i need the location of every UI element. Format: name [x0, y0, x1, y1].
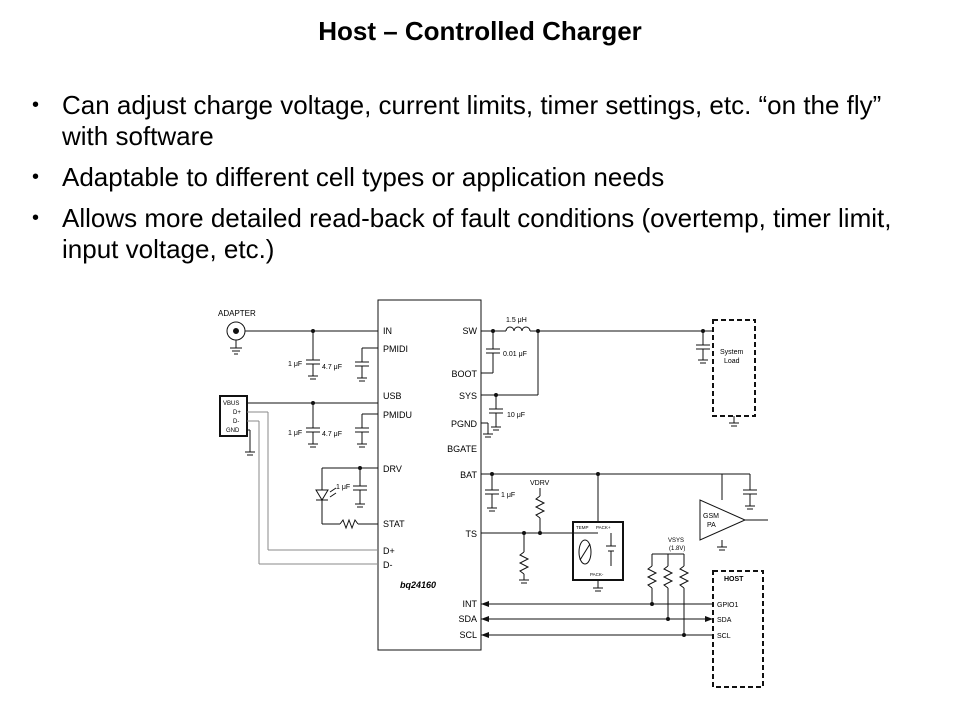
bullet-text: Can adjust charge voltage, current limit…: [62, 90, 882, 151]
thermistor-icon: [578, 539, 592, 565]
vsys-label: VSYS: [668, 538, 684, 544]
cap-4-7uf-label: 4.7 μF: [322, 431, 342, 438]
pin-bgate-label: BGATE: [447, 444, 477, 454]
system-load-box: [712, 319, 756, 417]
pin-pmidu-label: PMIDU: [383, 410, 412, 420]
vdrv-resistor: [534, 495, 546, 519]
cap-1uf-label: 1 μF: [288, 361, 302, 368]
bullet-dot-icon: •: [32, 207, 40, 229]
bullet-item: • Adaptable to different cell types or ap…: [30, 162, 930, 193]
chip-label: bq24160: [400, 580, 436, 590]
vsys-value-label: (1.8V): [669, 546, 685, 552]
bullet-item: • Allows more detailed read-back of fault…: [30, 203, 930, 265]
bullet-dot-icon: •: [32, 166, 40, 188]
bullet-item: • Can adjust charge voltage, current limi…: [30, 90, 930, 152]
adapter-label: ADAPTER: [218, 309, 256, 318]
pin-bat-label: BAT: [460, 470, 477, 480]
bat-cap-label: 1 μF: [501, 492, 515, 499]
gsm-label: PA: [707, 522, 716, 529]
pin-stat-label: STAT: [383, 519, 405, 529]
vdrv-label: VDRV: [530, 480, 550, 487]
bullet-dot-icon: •: [32, 94, 40, 116]
pin-drv-label: DRV: [383, 464, 402, 474]
input-capacitors: [306, 331, 369, 382]
host-sda-label: SDA: [717, 617, 732, 624]
pin-ts-label: TS: [465, 529, 477, 539]
pin-int-label: INT: [463, 599, 478, 609]
cap-1uf-label: 1 μF: [288, 430, 302, 437]
inductor-icon: [505, 326, 531, 332]
system-load-label: Load: [724, 358, 740, 365]
pin-boot-label: BOOT: [451, 369, 477, 379]
gsm-label: GSM: [703, 513, 719, 520]
stat-resistor: [339, 518, 359, 530]
pullup-resistor: [662, 565, 674, 589]
usb-dplus-label: D+: [233, 410, 241, 416]
pin-sw-label: SW: [463, 326, 478, 336]
pin-sys-label: SYS: [459, 391, 477, 401]
bullet-list: • Can adjust charge voltage, current limi…: [30, 90, 930, 275]
pin-sda-label: SDA: [458, 614, 477, 624]
host-scl-label: SCL: [717, 633, 731, 640]
battery-pack-minus-label: PACK-: [590, 572, 604, 577]
pin-usb-label: USB: [383, 391, 402, 401]
pin-pmidi-label: PMIDI: [383, 344, 408, 354]
system-load-label: System: [720, 349, 744, 356]
battery-temp-label: TEMP: [576, 525, 589, 530]
led-icon: [315, 487, 337, 501]
boot-cap-label: 0.01 μF: [503, 351, 527, 358]
usb-connector: [219, 395, 248, 437]
bullet-text: Allows more detailed read-back of fault …: [62, 203, 892, 264]
bullet-text: Adaptable to different cell types or app…: [62, 162, 665, 192]
gsm-pa-icon: [699, 499, 747, 541]
usb-capacitors: [306, 403, 369, 448]
host-gpio1-label: GPIO1: [717, 602, 739, 609]
chip-body: [377, 299, 482, 651]
battery-pack-plus-label: PACK+: [596, 525, 611, 530]
sys-cap-label: 10 μF: [507, 412, 525, 419]
adapter-jack-icon: [226, 321, 246, 355]
usb-gnd-label: GND: [226, 428, 240, 434]
pullup-resistor: [646, 565, 658, 589]
usb-vbus-label: VBUS: [223, 401, 239, 407]
pullup-resistor: [678, 565, 690, 589]
pin-pgnd-label: PGND: [451, 419, 478, 429]
usb-dminus-label: D-: [233, 419, 239, 425]
inductor-label: 1.5 μH: [506, 317, 527, 324]
host-label: HOST: [724, 576, 744, 583]
pin-dplus-label: D+: [383, 546, 395, 556]
drv-cap-label: 1 μF: [336, 484, 350, 491]
pin-scl-label: SCL: [459, 630, 477, 640]
pin-dminus-label: D-: [383, 560, 393, 570]
host-box: [712, 570, 764, 688]
pin-in-label: IN: [383, 326, 392, 336]
slide-title: Host – Controlled Charger: [318, 16, 642, 46]
ts-resistor: [518, 551, 530, 575]
cap-4-7uf-label: 4.7 μF: [322, 364, 342, 371]
